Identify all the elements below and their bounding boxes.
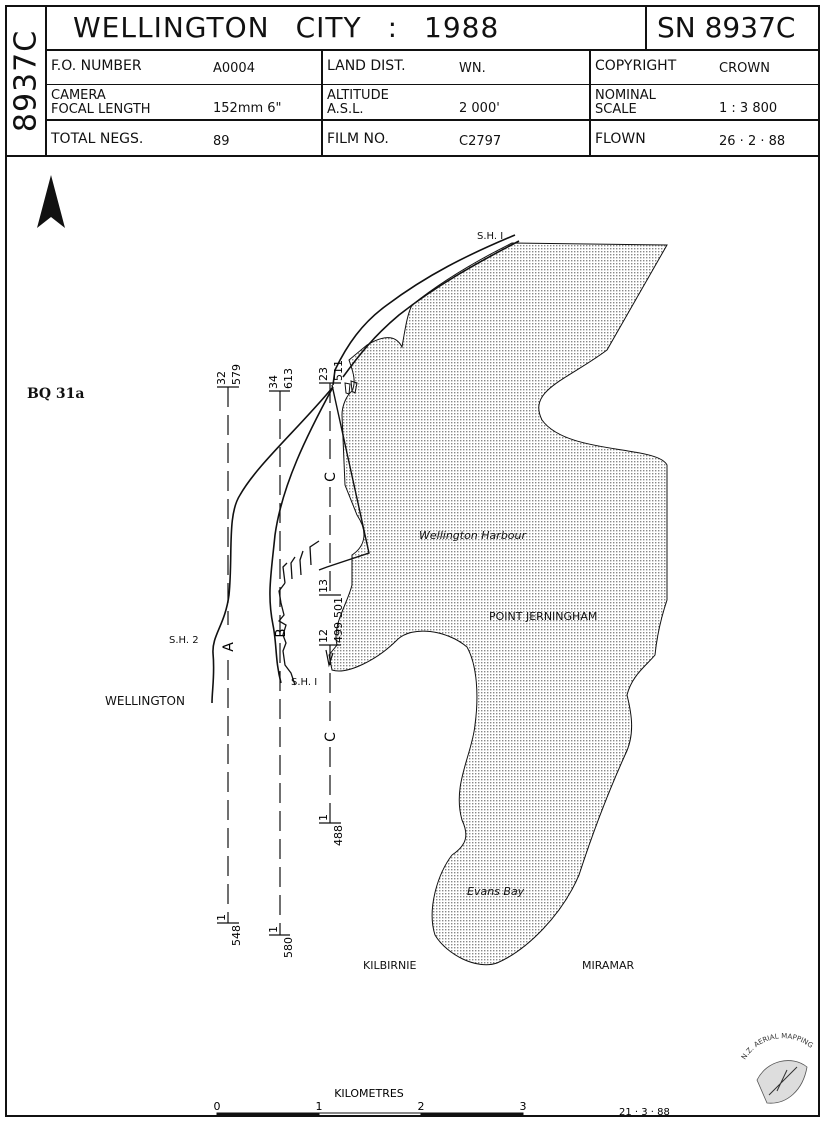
flight-plan-map: A B C C 32 579 1 548 34 613 1 580 23 511… bbox=[7, 155, 817, 1115]
run-c-line bbox=[319, 382, 341, 824]
total-negs-label: TOTAL NEGS. bbox=[51, 131, 144, 147]
copyright-label: COPYRIGHT bbox=[595, 58, 677, 74]
header-row-3: TOTAL NEGS. 89 FILM NO. C2797 FLOWN 26 ·… bbox=[45, 121, 818, 155]
title-separator: : bbox=[387, 11, 399, 44]
flown-value: 26 · 2 · 88 bbox=[719, 134, 786, 149]
film-no-label: FILM NO. bbox=[327, 131, 389, 147]
scale-tick-0: 0 bbox=[214, 1100, 221, 1113]
side-code-cell: 8937C bbox=[7, 7, 47, 155]
run-c1-top-num: 23 bbox=[317, 367, 330, 381]
run-b-bot-frame: 580 bbox=[282, 937, 295, 958]
label-point-jerningham: POINT JERNINGHAM bbox=[489, 610, 597, 623]
run-b-bot-num: 1 bbox=[267, 926, 280, 933]
run-a-bot-frame: 548 bbox=[230, 925, 243, 946]
camera-label-1: CAMERA bbox=[51, 88, 106, 103]
camera-label-2: FOCAL LENGTH bbox=[51, 102, 151, 117]
label-miramar: MIRAMAR bbox=[582, 959, 634, 972]
map-area: A B C C 32 579 1 548 34 613 1 580 23 511… bbox=[7, 155, 818, 1115]
run-b-top-frame: 613 bbox=[282, 368, 295, 389]
label-sh2: S.H. 2 bbox=[169, 635, 199, 646]
road-sh1 bbox=[332, 234, 516, 386]
scale-tick-3: 3 bbox=[520, 1100, 527, 1113]
run-c2-top-frame: 499 bbox=[332, 622, 345, 643]
title-year: 1988 bbox=[424, 11, 500, 44]
altitude-label-2: A.S.L. bbox=[327, 102, 364, 117]
altitude-value: 2 000' bbox=[459, 101, 500, 116]
scale-tick-1: 1 bbox=[316, 1100, 323, 1113]
camera-value: 152mm 6" bbox=[213, 101, 282, 116]
run-c2-top-num: 12 bbox=[317, 629, 330, 643]
run-b-top-num: 34 bbox=[267, 375, 280, 389]
run-c2-bot-frame: 488 bbox=[332, 825, 345, 846]
label-sh1-top: S.H. I bbox=[477, 231, 503, 242]
scale-label-2: SCALE bbox=[595, 102, 637, 117]
scale-bar-title: KILOMETRES bbox=[334, 1087, 404, 1100]
print-date: 21 · 3 · 88 bbox=[619, 1107, 670, 1115]
scale-value: 1 : 3 800 bbox=[719, 101, 778, 116]
total-negs-value: 89 bbox=[213, 134, 230, 149]
run-c1-bot-num: 13 bbox=[317, 579, 330, 593]
road-sh2 bbox=[211, 386, 334, 704]
fo-number-value: A0004 bbox=[213, 61, 255, 76]
run-a-top-num: 32 bbox=[215, 371, 228, 385]
side-code: 8937C bbox=[8, 29, 44, 133]
run-a-top-frame: 579 bbox=[230, 364, 243, 385]
header-row-2: CAMERA FOCAL LENGTH 152mm 6" ALTITUDE A.… bbox=[45, 85, 818, 121]
label-sh1-bottom: S.H. I bbox=[291, 677, 317, 688]
run-c-upper-label: C bbox=[323, 472, 339, 482]
label-kilbirnie: KILBIRNIE bbox=[363, 959, 416, 972]
altitude-label-1: ALTITUDE bbox=[327, 88, 389, 103]
run-a-label: A bbox=[221, 642, 237, 652]
header-block: 8937C WELLINGTON CITY:1988 SN 8937C F.O. … bbox=[7, 7, 818, 157]
title-city: CITY bbox=[295, 11, 362, 44]
fo-number-label: F.O. NUMBER bbox=[51, 58, 142, 74]
scale-label-1: NOMINAL bbox=[595, 88, 656, 103]
title-place: WELLINGTON bbox=[73, 11, 270, 44]
land-dist-label: LAND DIST. bbox=[327, 58, 406, 74]
label-wellington: WELLINGTON bbox=[105, 694, 185, 708]
north-arrow-icon: N bbox=[37, 175, 65, 231]
title-row: WELLINGTON CITY:1988 SN 8937C bbox=[45, 7, 818, 51]
label-harbour: Wellington Harbour bbox=[419, 529, 527, 542]
run-a-bot-num: 1 bbox=[215, 914, 228, 921]
run-b-label: B bbox=[274, 629, 289, 638]
sortie-number-box: SN 8937C bbox=[645, 7, 820, 49]
film-no-value: C2797 bbox=[459, 134, 502, 149]
land-dist-value: WN. bbox=[459, 61, 486, 76]
north-letter: N bbox=[48, 221, 55, 231]
sheet-title: WELLINGTON CITY:1988 bbox=[73, 11, 499, 44]
reference-label: BQ 31a bbox=[27, 386, 85, 402]
scale-tick-2: 2 bbox=[418, 1100, 425, 1113]
run-b-line bbox=[269, 390, 290, 936]
scale-bar: KILOMETRES bbox=[216, 1087, 524, 1115]
copyright-value: CROWN bbox=[719, 61, 770, 76]
label-evans-bay: Evans Bay bbox=[467, 885, 525, 898]
harbour-water bbox=[328, 242, 668, 966]
flown-label: FLOWN bbox=[595, 131, 646, 147]
sortie-number: SN 8937C bbox=[657, 11, 796, 44]
run-c1-top-frame: 511 bbox=[332, 360, 345, 381]
header-row-1: F.O. NUMBER A0004 LAND DIST. WN. COPYRIG… bbox=[45, 49, 818, 85]
run-c-lower-label: C bbox=[323, 732, 339, 742]
run-c1-bot-frame: 501 bbox=[332, 597, 345, 618]
map-sheet: 8937C WELLINGTON CITY:1988 SN 8937C F.O. … bbox=[5, 5, 820, 1117]
run-a-line bbox=[217, 386, 239, 924]
run-c2-bot-num: 1 bbox=[317, 814, 330, 821]
